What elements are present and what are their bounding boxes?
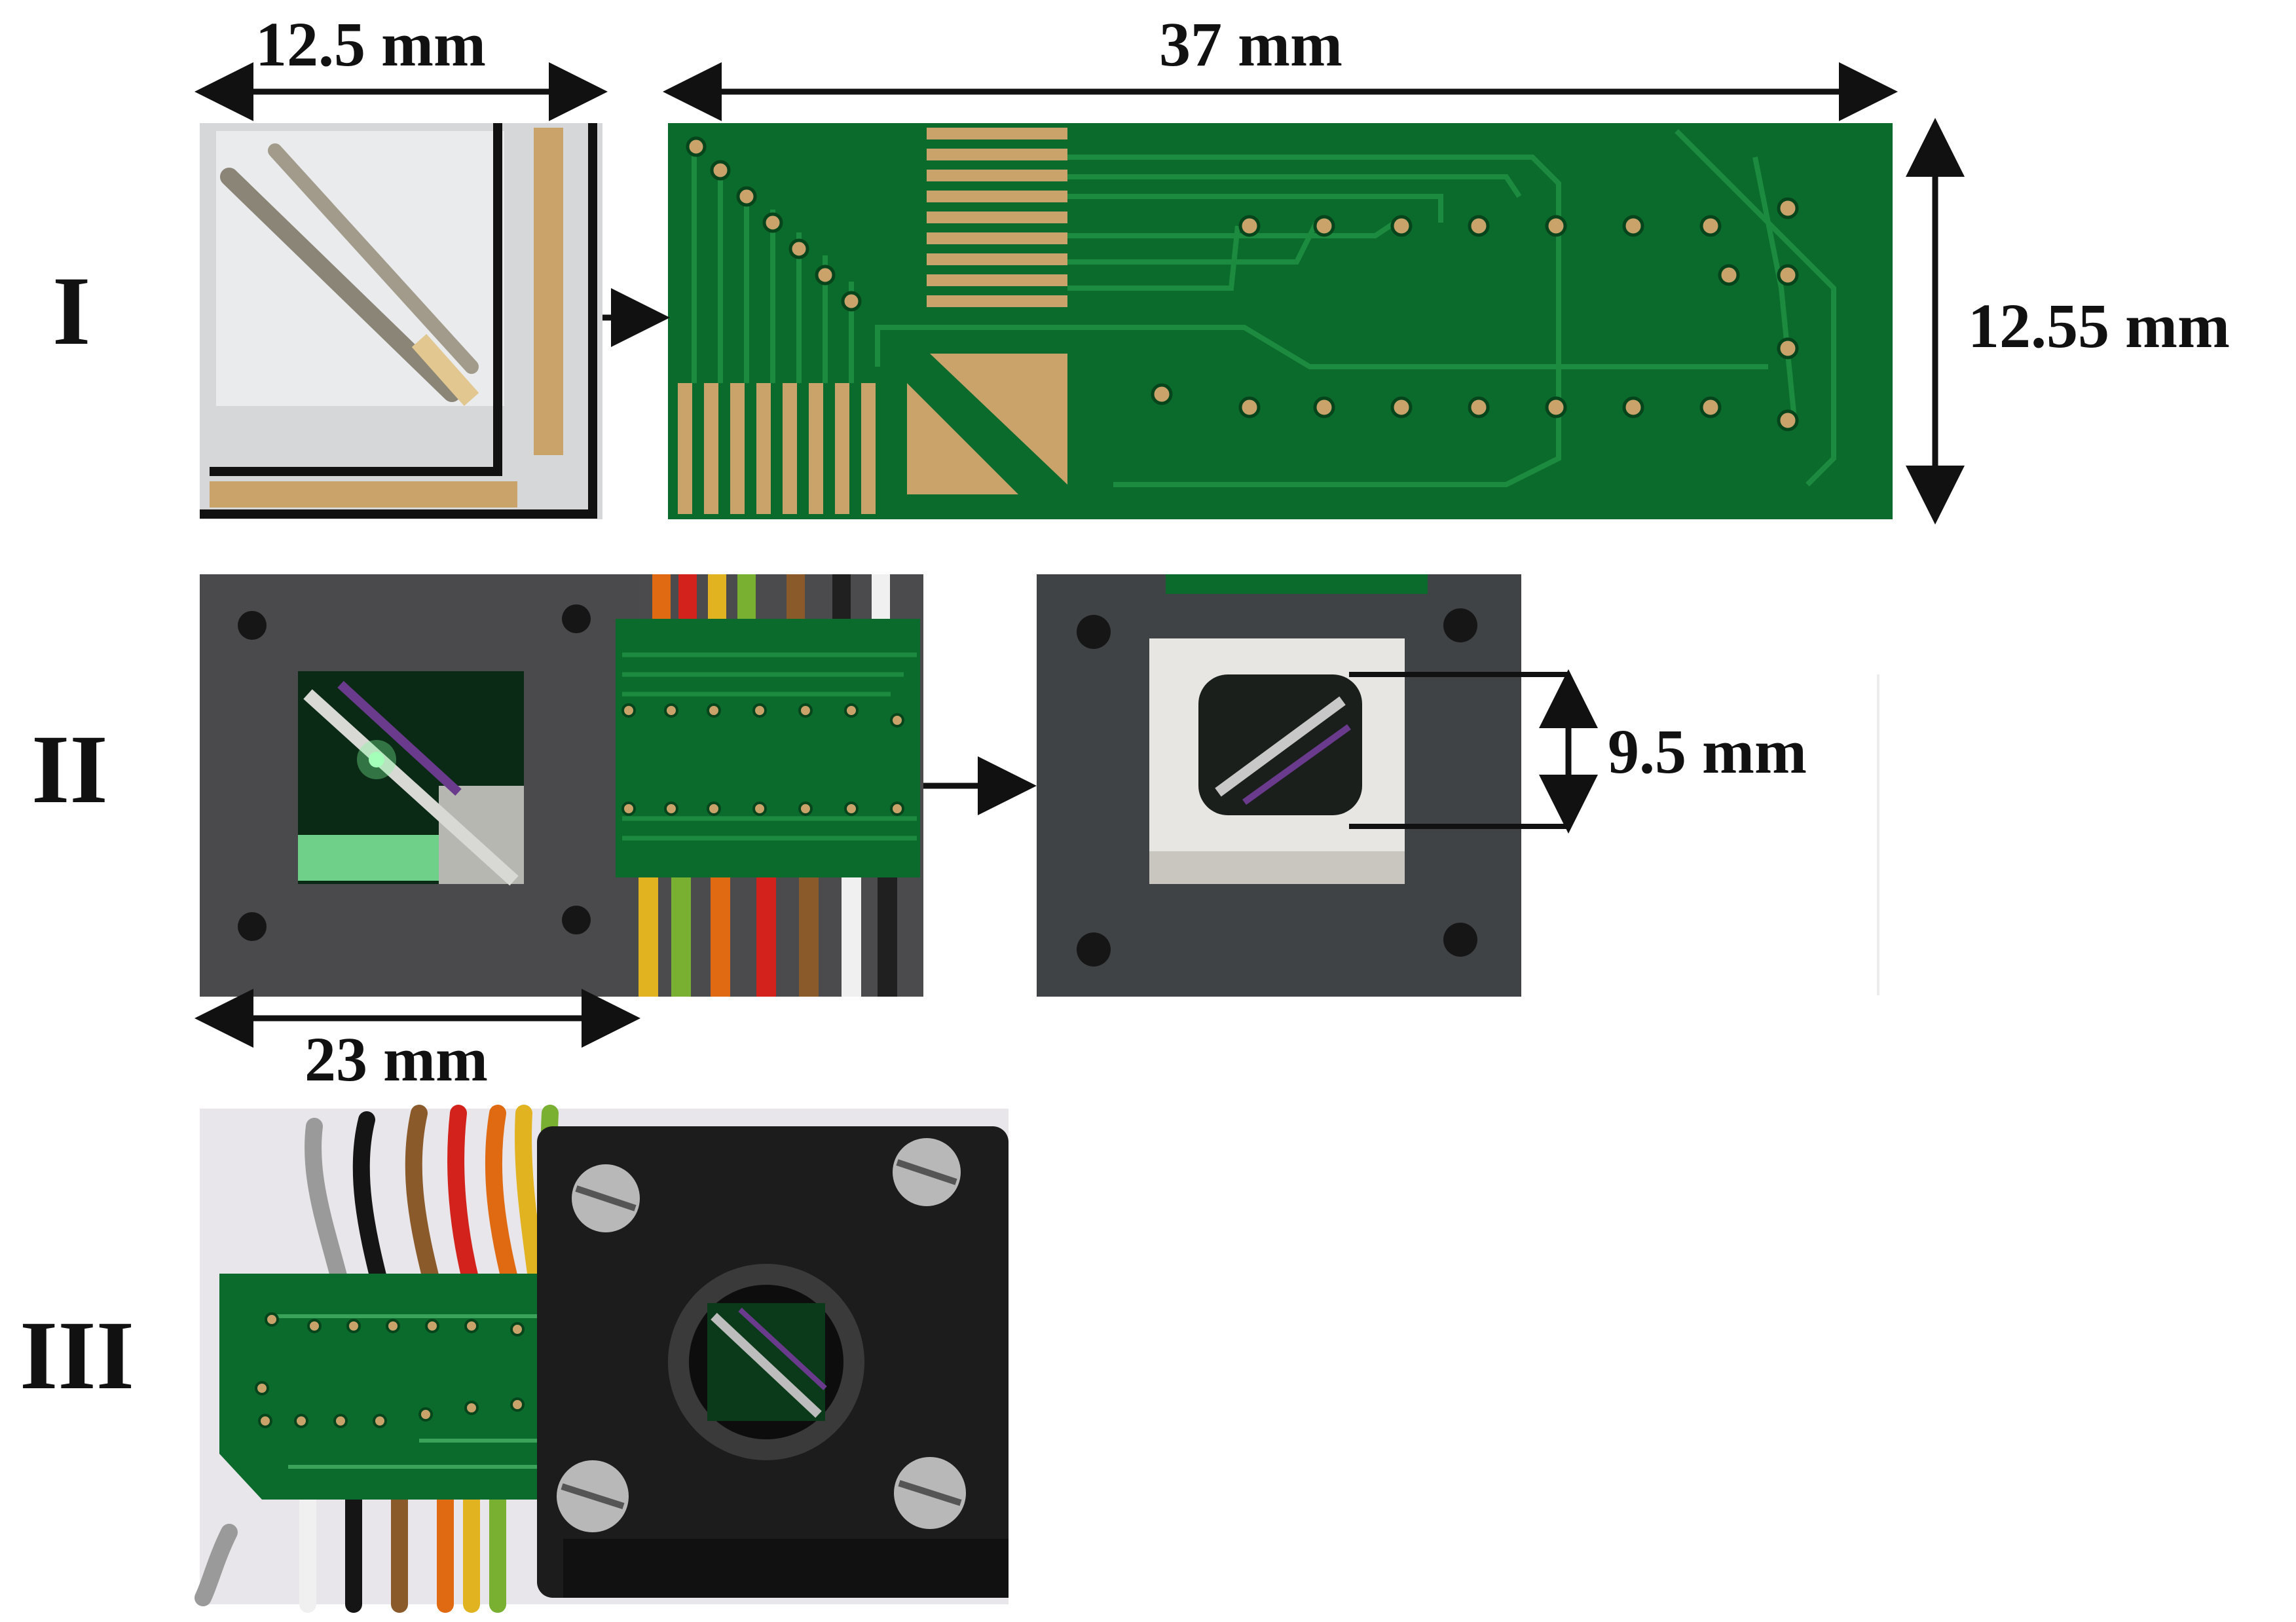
dimension-arrows xyxy=(194,62,1965,1048)
window-bracket-lines xyxy=(1349,672,1568,829)
row-label-iii: III xyxy=(20,1301,135,1410)
dimension-label-window: 9.5 mm xyxy=(1608,716,1807,786)
row-label-i: I xyxy=(52,257,91,365)
photo-holder-assembly xyxy=(200,574,923,997)
photo-sensor-corner xyxy=(200,123,602,519)
photo-ceramic-window xyxy=(1037,574,1521,997)
row-label-ii: II xyxy=(31,715,108,824)
photo-black-housing xyxy=(194,1105,1009,1613)
screw-icons xyxy=(557,1138,966,1532)
dimension-label-pcb-height: 12.55 mm xyxy=(1968,291,2230,361)
photo-pcb xyxy=(668,123,1893,519)
